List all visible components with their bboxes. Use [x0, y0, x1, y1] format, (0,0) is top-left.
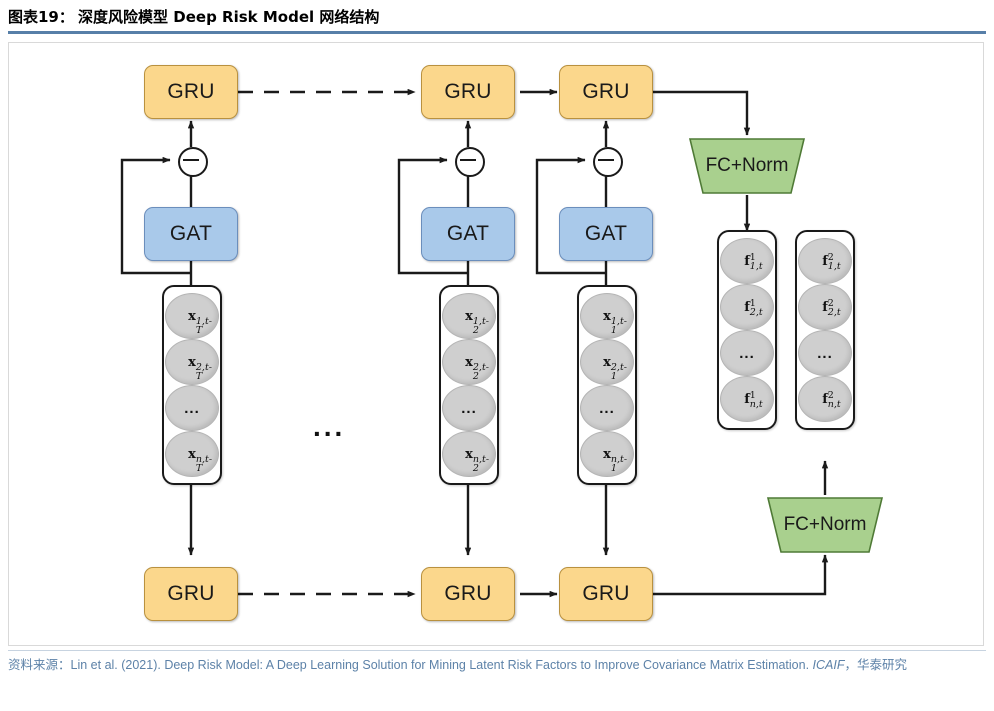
- exhibit-number: 图表19：: [8, 8, 74, 26]
- input-node-ellipsis: ...: [580, 385, 634, 431]
- input-node-ellipsis: ...: [165, 385, 219, 431]
- gru-top-1[interactable]: GRU: [144, 65, 238, 119]
- fc-norm-top-label: FC+Norm: [705, 155, 789, 176]
- gat-block-3[interactable]: GAT: [559, 207, 653, 261]
- source-rule: [8, 650, 986, 651]
- fc-norm-top[interactable]: FC+Norm: [688, 137, 806, 195]
- source-venue: ICAIF: [812, 658, 845, 672]
- gru-top-2[interactable]: GRU: [421, 65, 515, 119]
- source-prefix: 资料来源：: [8, 657, 71, 672]
- gru-bottom-1[interactable]: GRU: [144, 567, 238, 621]
- merge-operator-2: [455, 147, 485, 177]
- factor-node-ellipsis: ...: [720, 330, 774, 376]
- fc-norm-bottom-label: FC+Norm: [783, 514, 867, 535]
- input-node-ellipsis: ...: [442, 385, 496, 431]
- merge-operator-1: [178, 147, 208, 177]
- source-citation: Lin et al. (2021). Deep Risk Model: A De…: [70, 658, 813, 672]
- fc-norm-bottom[interactable]: FC+Norm: [766, 496, 884, 554]
- source-suffix: ，华泰研究: [844, 657, 908, 672]
- gru-bottom-2[interactable]: GRU: [421, 567, 515, 621]
- page-title: 图表19： 深度风险模型 Deep Risk Model 网络结构: [8, 6, 986, 29]
- connector-lines: [120, 88, 829, 598]
- gat-block-2[interactable]: GAT: [421, 207, 515, 261]
- gru-top-3[interactable]: GRU: [559, 65, 653, 119]
- exhibit-header: 图表19： 深度风险模型 Deep Risk Model 网络结构: [8, 6, 986, 36]
- source-note: 资料来源：Lin et al. (2021). Deep Risk Model:…: [8, 655, 986, 675]
- gru-bottom-3[interactable]: GRU: [559, 567, 653, 621]
- exhibit-title-text: 深度风险模型 Deep Risk Model 网络结构: [78, 8, 380, 26]
- factor-node-ellipsis: ...: [798, 330, 852, 376]
- header-rule: [8, 31, 986, 34]
- sequence-ellipsis: ...: [313, 411, 346, 442]
- merge-operator-3: [593, 147, 623, 177]
- gat-block-1[interactable]: GAT: [144, 207, 238, 261]
